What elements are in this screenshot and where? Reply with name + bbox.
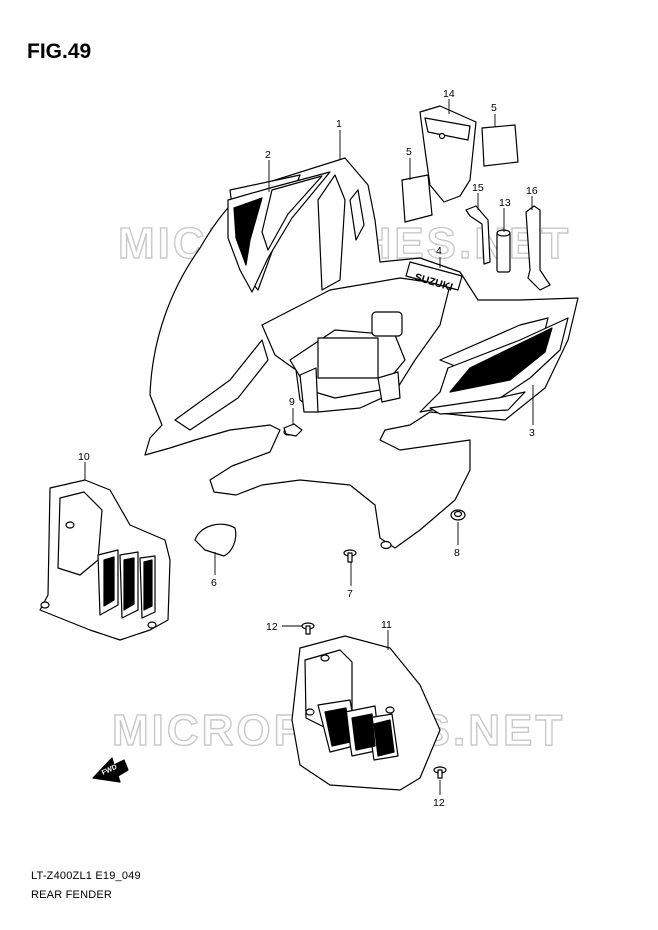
reflector-left [401, 174, 433, 223]
figure-name: REAR FENDER [31, 889, 113, 901]
callout-13: 13 [499, 197, 511, 209]
callout-7: 7 [347, 588, 353, 600]
callout-14: 14 [443, 88, 455, 100]
leader-lines [84, 99, 534, 795]
right-mud-cover [291, 635, 441, 791]
callout-16: 16 [526, 185, 538, 197]
callout-8: 8 [454, 547, 460, 559]
callout-2: 2 [265, 149, 271, 161]
screw-12-bottom [433, 766, 447, 779]
right-decal [419, 317, 569, 415]
callout-4: 4 [436, 245, 442, 257]
reflector-right [481, 124, 519, 167]
callout-1: 1 [336, 118, 342, 130]
model-code: LT-Z400ZL1 E19_049 [31, 870, 141, 882]
callout-12-top: 12 [266, 621, 278, 633]
callout-5-right: 5 [491, 102, 497, 114]
callout-15: 15 [472, 182, 484, 194]
callout-5-left: 5 [406, 146, 412, 158]
figure-title: FIG.49 [27, 40, 92, 63]
tool-bag [419, 105, 477, 203]
plug-wrench [496, 229, 511, 273]
callout-10: 10 [78, 451, 90, 463]
callout-9: 9 [289, 396, 295, 408]
left-mud-cover [39, 479, 171, 641]
cap [194, 523, 237, 557]
grommet-8 [450, 509, 466, 521]
callout-6: 6 [211, 577, 217, 589]
callout-3: 3 [529, 427, 535, 439]
left-decal [227, 171, 331, 293]
forward-arrow-icon: FWD [92, 757, 129, 783]
callout-11: 11 [381, 619, 392, 631]
screw-7 [343, 549, 357, 563]
screw-12-top [301, 622, 315, 635]
handle-tool [525, 205, 551, 291]
clip-9 [283, 423, 303, 437]
callout-12-bottom: 12 [433, 797, 445, 809]
